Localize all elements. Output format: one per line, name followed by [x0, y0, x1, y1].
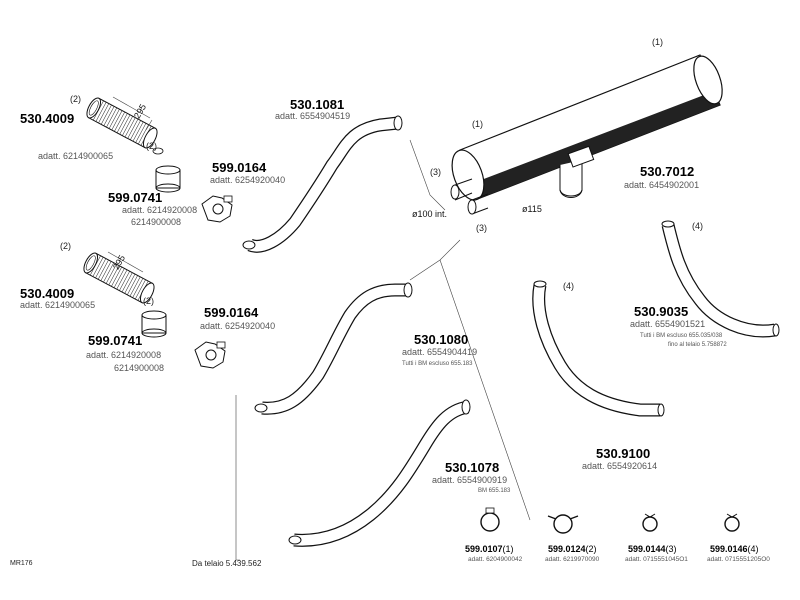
adatt-530-7012: adatt. 6454902001: [624, 180, 700, 190]
clamp-qty-599-0144: (3): [665, 544, 677, 554]
clamp-ring-2: [141, 310, 167, 338]
qty-530-4009-b: (2): [60, 241, 71, 251]
v-clamp-2: [194, 341, 226, 369]
qty-ring-b: (2): [143, 296, 154, 306]
part-code-530-9100: 530.9100: [596, 446, 651, 461]
clamp-code-599-0124: 599.0124(2): [548, 545, 597, 554]
adatt-599-0741-a-1: adatt. 6214920008: [122, 205, 198, 215]
part-code-530-1080: 530.1080: [414, 332, 469, 347]
adatt-599-0741-b-1: adatt. 6214920008: [86, 350, 162, 360]
clamp-qty-599-0124: (2): [585, 544, 597, 554]
qty-530-9100: (4): [563, 281, 574, 291]
adatt-530-9100: adatt. 6554920614: [582, 461, 658, 471]
clamp-code-599-0107-text: 599.0107: [465, 544, 503, 554]
silencer-530-7012: [450, 54, 723, 215]
clamp-code-599-0146-text: 599.0146: [710, 544, 748, 554]
v-clamp-1: [201, 195, 233, 223]
note-530-1078: BM 655.183: [478, 488, 511, 494]
flex-pipe-2: [83, 251, 155, 304]
adatt-530-1081: adatt. 6554904519: [275, 111, 351, 121]
drawing-ref: MR176: [10, 560, 33, 567]
qty-silencer-out: (3): [476, 223, 487, 233]
part-code-599-0164-a: 599.0164: [212, 160, 267, 175]
clamp-ring-1b: [152, 147, 164, 155]
part-code-599-0741-b: 599.0741: [88, 333, 143, 348]
clamp-adatt-599-0146: adatt. 0715551205O0: [707, 556, 770, 563]
qty-530-4009-a: (2): [70, 94, 81, 104]
part-code-599-0741-a: 599.0741: [108, 190, 163, 205]
note-530-9035-1: Tutti i BM escluso 655.035/038: [640, 333, 723, 339]
connection-guides: [235, 139, 531, 561]
qty-silencer-in: (3): [430, 167, 441, 177]
clamp-adatt-599-0144: adatt. 0715551045O1: [625, 556, 688, 563]
clamp-icon-599-0107: [480, 507, 500, 532]
clamp-adatt-599-0107: adatt. 6204900042: [468, 556, 523, 563]
chassis-note: Da telaio 5.439.562: [192, 559, 262, 568]
clamp-code-599-0144: 599.0144(3): [628, 545, 677, 554]
dim-silencer-in: ø100 int.: [412, 209, 448, 219]
adatt-530-9035: adatt. 6554901521: [630, 319, 706, 329]
qty-530-9035: (4): [692, 221, 703, 231]
part-code-530-1078: 530.1078: [445, 460, 500, 475]
qty-ring-a: (2): [146, 141, 157, 151]
clamp-code-599-0124-text: 599.0124: [548, 544, 586, 554]
part-code-530-1081: 530.1081: [290, 97, 345, 112]
clamp-adatt-599-0124: adatt. 6219970090: [545, 556, 600, 563]
pipe-530-9035: [661, 220, 780, 338]
pipe-530-1078: [288, 399, 471, 547]
adatt-530-1080: adatt. 6554904419: [402, 347, 478, 357]
adatt-530-1078: adatt. 6554900919: [432, 475, 508, 485]
part-code-530-9035: 530.9035: [634, 304, 689, 319]
part-code-599-0164-b: 599.0164: [204, 305, 259, 320]
clamp-qty-599-0107: (1): [502, 544, 514, 554]
note-530-9035-2: fino al telaio 5.758872: [668, 342, 727, 348]
pipe-530-1080: [254, 282, 413, 415]
clamp-code-599-0146: 599.0146(4): [710, 545, 759, 554]
adatt-599-0164-b: adatt. 6254920040: [200, 321, 276, 331]
part-code-530-4009-b: 530.4009: [20, 286, 75, 301]
clamp-icon-599-0144: [642, 513, 658, 532]
adatt-530-4009-a: adatt. 6214900065: [38, 151, 114, 161]
clamp-qty-599-0146: (4): [747, 544, 759, 554]
part-code-530-7012: 530.7012: [640, 164, 695, 179]
pipe-530-9100: [532, 280, 665, 417]
qty-silencer-mid: (1): [472, 119, 483, 129]
adatt-599-0741-b-2: 6214900008: [114, 363, 165, 373]
qty-silencer-top: (1): [652, 37, 663, 47]
clamp-code-599-0107: 599.0107(1): [465, 545, 514, 554]
flex-pipe-1: [86, 96, 158, 149]
clamp-icon-599-0124: [547, 514, 579, 534]
pipe-530-1081: [242, 115, 403, 253]
clamp-ring-1: [155, 165, 181, 193]
part-code-530-4009-a: 530.4009: [20, 111, 75, 126]
adatt-599-0741-a-2: 6214900008: [131, 217, 182, 227]
clamp-icon-599-0146: [724, 513, 740, 532]
dim-silencer-out: ø115: [522, 204, 542, 214]
adatt-599-0164-a: adatt. 6254920040: [210, 175, 286, 185]
clamp-code-599-0144-text: 599.0144: [628, 544, 666, 554]
note-530-1080: Tutti i BM escluso 655.183: [402, 361, 473, 367]
adatt-530-4009-b: adatt. 6214900065: [20, 300, 96, 310]
